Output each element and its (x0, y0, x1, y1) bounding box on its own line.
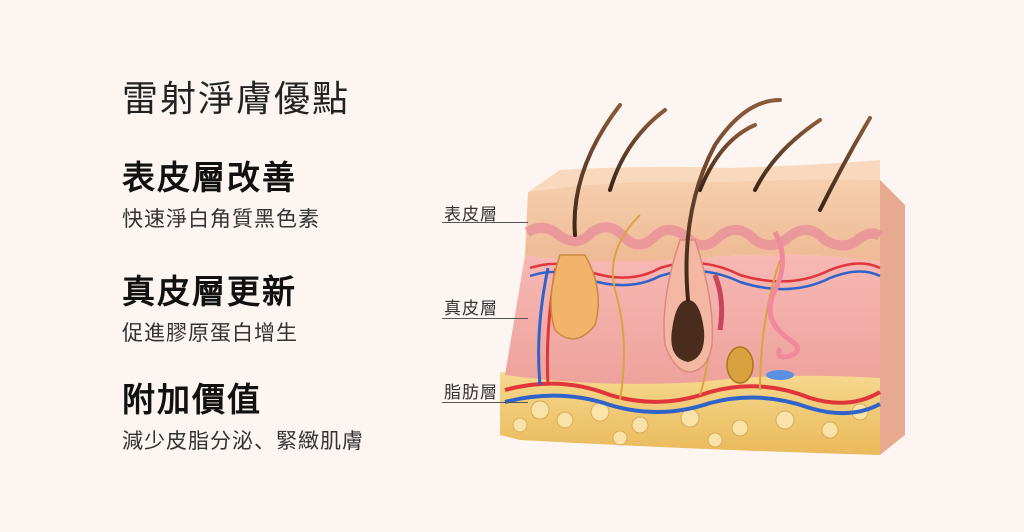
benefit-heading: 附加價值 (122, 380, 262, 419)
artery (504, 381, 882, 405)
benefit-description: 減少皮脂分泌、緊緻肌膚 (122, 429, 364, 453)
blue-receptor (766, 370, 794, 380)
leader-line-dermis (442, 318, 528, 319)
vessel-up-1 (537, 267, 550, 386)
page-title: 雷射淨膚優點 (122, 79, 351, 120)
benefit-heading: 表皮層改善 (122, 158, 297, 197)
hair-bulb (671, 300, 705, 362)
vein (504, 393, 881, 416)
benefit-epidermis: 表皮層改善 快速淨白角質黑色素 (122, 158, 320, 232)
arrector-muscle (712, 274, 725, 331)
benefit-dermis: 真皮層更新 促進膠原蛋白增生 (122, 272, 298, 346)
epidermis-top (528, 160, 880, 192)
label-dermis: 真皮層 (444, 299, 498, 319)
benefit-extra-value: 附加價值 減少皮脂分泌、緊緻肌膚 (122, 380, 364, 454)
sweat-duct (767, 230, 800, 360)
leader-line-fat (442, 402, 528, 403)
benefit-description: 促進膠原蛋白增生 (122, 321, 298, 345)
benefit-heading: 真皮層更新 (122, 272, 297, 311)
label-epidermis: 表皮層 (444, 205, 498, 225)
skin-block-side (880, 180, 905, 455)
pacinian-corpuscle (726, 346, 754, 384)
sebaceous-gland (550, 254, 600, 340)
benefit-description: 快速淨白角質黑色素 (122, 207, 320, 231)
basal-layer (524, 222, 883, 251)
leader-line-epidermis (442, 222, 528, 223)
label-fat: 脂肪層 (444, 383, 498, 403)
hair-shafts (572, 98, 872, 302)
